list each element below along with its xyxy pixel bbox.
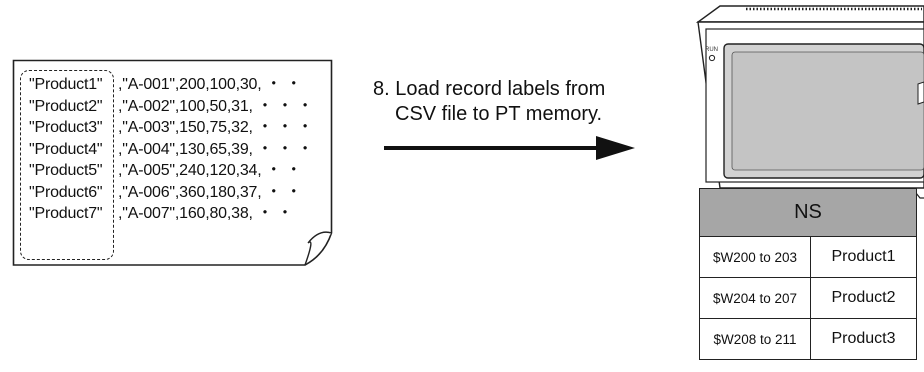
record-values: ,"A-003",150,75,32, ・ ・ ・ xyxy=(118,119,313,136)
table-row: $W204 to 207 Product2 xyxy=(699,277,917,319)
memory-address: $W208 to 211 xyxy=(699,318,811,360)
instruction-line-1: 8. Load record labels from xyxy=(373,78,606,100)
right-arrow-icon xyxy=(384,136,635,160)
instruction-caption: 8. Load record labels from CSV file to P… xyxy=(373,77,605,127)
record-values: ,"A-001",200,100,30, ・ ・ xyxy=(118,76,302,93)
record-label-selection xyxy=(20,70,114,260)
table-row: $W200 to 203 Product1 xyxy=(699,236,917,278)
record-values: ,"A-002",100,50,31, ・ ・ ・ xyxy=(118,97,313,115)
csv-line: "Product7" ,"A-007",160,80,38, ・ ・ xyxy=(29,203,313,225)
record-label: "Product5" xyxy=(29,162,103,179)
record-values: ,"A-007",160,80,38, ・ ・ xyxy=(118,205,293,222)
csv-line: "Product3" ,"A-003",150,75,32, ・ ・ ・ xyxy=(29,117,313,139)
csv-line: "Product2" ,"A-002",100,50,31, ・ ・ ・ xyxy=(29,96,313,118)
csv-file-document: "Product1" ,"A-001",200,100,30, ・ ・ "Prod… xyxy=(12,59,333,267)
csv-lines: "Product1" ,"A-001",200,100,30, ・ ・ "Prod… xyxy=(29,74,313,225)
record-values: ,"A-005",240,120,34, ・ ・ xyxy=(118,162,302,179)
record-label-value: Product2 xyxy=(810,277,917,319)
run-label: RUN xyxy=(705,47,718,53)
csv-line: "Product4" ,"A-004",130,65,39, ・ ・ ・ xyxy=(29,139,313,161)
table-row: $W208 to 211 Product3 xyxy=(699,318,917,360)
csv-line: "Product5" ,"A-005",240,120,34, ・ ・ xyxy=(29,160,313,182)
record-label-value: Product3 xyxy=(810,318,917,360)
ns-memory-table: NS $W200 to 203 Product1 $W204 to 207 Pr… xyxy=(699,188,917,360)
pt-touch-panel-icon xyxy=(695,5,924,199)
record-label: "Product3" xyxy=(29,119,103,136)
record-label: "Product4" xyxy=(29,140,103,158)
record-values: ,"A-004",130,65,39, ・ ・ ・ xyxy=(118,140,313,158)
memory-address: $W204 to 207 xyxy=(699,277,811,319)
instruction-line-2: CSV file to PT memory. xyxy=(395,103,603,125)
csv-line: "Product6" ,"A-006",360,180,37, ・ ・ xyxy=(29,182,313,204)
record-label: "Product1" xyxy=(29,76,103,93)
document-outline xyxy=(12,59,333,266)
ns-table-header: NS xyxy=(699,188,917,237)
record-label: "Product2" xyxy=(29,97,103,115)
memory-address: $W200 to 203 xyxy=(699,236,811,278)
record-label: "Product7" xyxy=(29,205,103,222)
record-label: "Product6" xyxy=(29,183,103,201)
record-label-value: Product1 xyxy=(810,236,917,278)
csv-line: "Product1" ,"A-001",200,100,30, ・ ・ xyxy=(29,74,313,96)
record-values: ,"A-006",360,180,37, ・ ・ xyxy=(118,183,302,201)
